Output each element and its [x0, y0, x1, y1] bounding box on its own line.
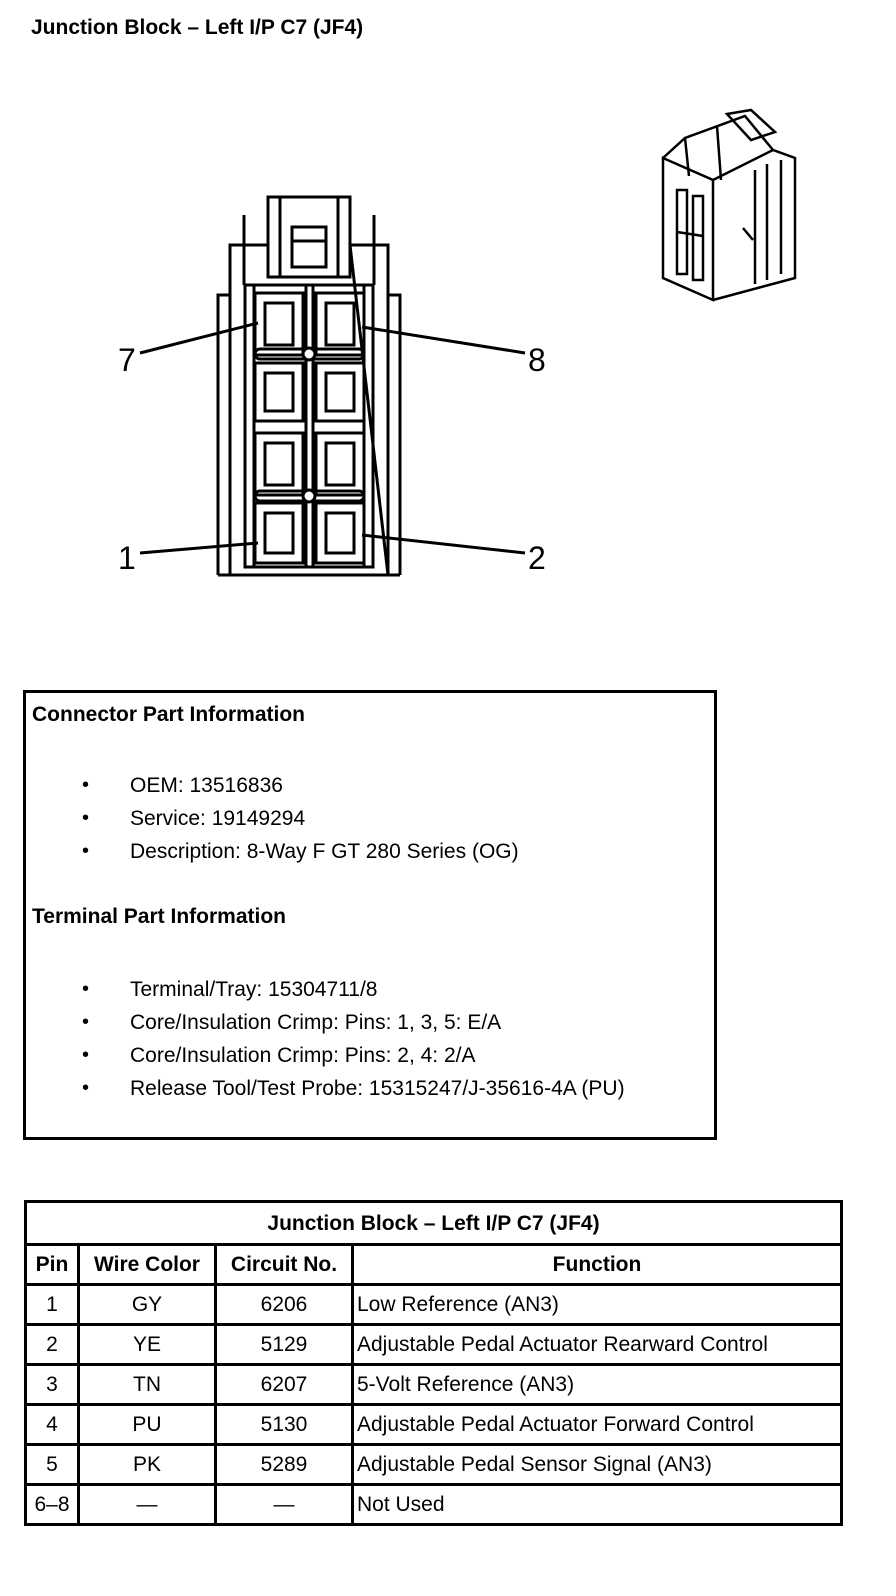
cell-pin: 2 — [24, 1323, 80, 1366]
connector-info-heading: Connector Part Information — [32, 703, 306, 726]
cell-circuit: — — [214, 1483, 354, 1526]
table-row: 3 TN 6207 5-Volt Reference (AN3) — [24, 1363, 843, 1406]
cell-pin: 1 — [24, 1283, 80, 1326]
cell-circuit: 6207 — [214, 1363, 354, 1406]
cell-wire-color: PK — [77, 1443, 217, 1486]
list-item: Release Tool/Test Probe: 15315247/J-3561… — [26, 1072, 625, 1105]
column-header-wire-color: Wire Color — [77, 1243, 217, 1286]
column-header-circuit-no: Circuit No. — [214, 1243, 354, 1286]
cell-circuit: 5130 — [214, 1403, 354, 1446]
cell-function: Adjustable Pedal Sensor Signal (AN3) — [351, 1443, 843, 1486]
cell-pin: 3 — [24, 1363, 80, 1406]
cell-function: Not Used — [351, 1483, 843, 1526]
connector-isometric-diagram — [661, 108, 797, 302]
page-title: Junction Block – Left I/P C7 (JF4) — [31, 16, 364, 39]
cell-function: Adjustable Pedal Actuator Forward Contro… — [351, 1403, 843, 1446]
pinout-table: Junction Block – Left I/P C7 (JF4) Pin W… — [24, 1200, 843, 1526]
table-header-row: Pin Wire Color Circuit No. Function — [24, 1243, 843, 1286]
column-header-function: Function — [351, 1243, 843, 1286]
terminal-info-heading: Terminal Part Information — [32, 905, 286, 928]
column-header-pin: Pin — [24, 1243, 80, 1286]
list-item: Terminal/Tray: 15304711/8 — [26, 973, 625, 1006]
list-item: Core/Insulation Crimp: Pins: 1, 3, 5: E/… — [26, 1006, 625, 1039]
cell-wire-color: TN — [77, 1363, 217, 1406]
cell-circuit: 5289 — [214, 1443, 354, 1486]
cell-wire-color: — — [77, 1483, 217, 1526]
cell-wire-color: YE — [77, 1323, 217, 1366]
part-information-box: Connector Part Information OEM: 13516836… — [23, 690, 717, 1140]
list-item: Description: 8-Way F GT 280 Series (OG) — [26, 835, 519, 868]
cell-function: 5-Volt Reference (AN3) — [351, 1363, 843, 1406]
list-item: OEM: 13516836 — [26, 769, 519, 802]
cell-wire-color: PU — [77, 1403, 217, 1446]
cell-function: Low Reference (AN3) — [351, 1283, 843, 1326]
table-row: 2 YE 5129 Adjustable Pedal Actuator Rear… — [24, 1323, 843, 1366]
connector-info-list: OEM: 13516836 Service: 19149294 Descript… — [26, 769, 519, 868]
cell-pin: 6–8 — [24, 1483, 80, 1526]
list-item: Core/Insulation Crimp: Pins: 2, 4: 2/A — [26, 1039, 625, 1072]
cell-circuit: 5129 — [214, 1323, 354, 1366]
pin-label-2: 2 — [528, 540, 546, 576]
cell-pin: 5 — [24, 1443, 80, 1486]
table-row: 1 GY 6206 Low Reference (AN3) — [24, 1283, 843, 1326]
table-row: 4 PU 5130 Adjustable Pedal Actuator Forw… — [24, 1403, 843, 1446]
pin-label-7: 7 — [118, 342, 136, 378]
connector-face-diagram: 7 8 1 2 — [118, 195, 546, 577]
pin-label-8: 8 — [528, 342, 546, 378]
cell-function: Adjustable Pedal Actuator Rearward Contr… — [351, 1323, 843, 1366]
terminal-info-list: Terminal/Tray: 15304711/8 Core/Insulatio… — [26, 973, 625, 1105]
cell-wire-color: GY — [77, 1283, 217, 1326]
cell-pin: 4 — [24, 1403, 80, 1446]
table-row: 6–8 — — Not Used — [24, 1483, 843, 1526]
list-item: Service: 19149294 — [26, 802, 519, 835]
table-row: 5 PK 5289 Adjustable Pedal Sensor Signal… — [24, 1443, 843, 1486]
table-caption: Junction Block – Left I/P C7 (JF4) — [24, 1200, 843, 1246]
pin-label-1: 1 — [118, 540, 136, 576]
cell-circuit: 6206 — [214, 1283, 354, 1326]
